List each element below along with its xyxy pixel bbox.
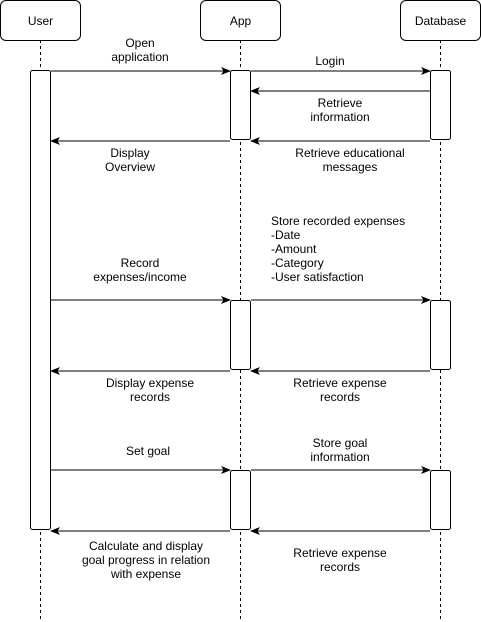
message-label-calculate-display-goal-progress: Calculate and display goal progress in r… — [81, 539, 211, 581]
message-label-retrieve-expense-records-2: Retrieve expense records — [293, 546, 387, 574]
activation-database-1 — [430, 70, 451, 140]
message-label-display-overview: Display Overview — [104, 146, 155, 174]
message-label-record-expenses-income: Record expenses/income — [93, 256, 187, 284]
message-label-store-goal-information: Store goal information — [310, 436, 370, 464]
participant-user: User — [0, 0, 81, 41]
message-label-open-application: Open application — [111, 36, 169, 64]
message-label-retrieve-information: Retrieve information — [310, 96, 370, 124]
activation-user — [30, 70, 51, 530]
activation-app-2 — [230, 300, 251, 370]
message-label-set-goal: Set goal — [125, 444, 171, 458]
message-label-store-recorded-expenses: Store recorded expenses -Date -Amount -C… — [271, 214, 406, 284]
message-label-display-expense-records: Display expense records — [105, 376, 195, 404]
activation-app-3 — [230, 470, 251, 530]
participant-app: App — [200, 0, 281, 41]
activation-database-2 — [430, 300, 451, 370]
activation-app-1 — [230, 70, 251, 140]
message-label-retrieve-expense-records-1: Retrieve expense records — [293, 376, 387, 404]
activation-database-3 — [430, 470, 451, 530]
message-label-retrieve-educational-messages: Retrieve educational messages — [295, 146, 405, 174]
message-label-login: Login — [315, 54, 345, 68]
participant-database: Database — [400, 0, 481, 41]
